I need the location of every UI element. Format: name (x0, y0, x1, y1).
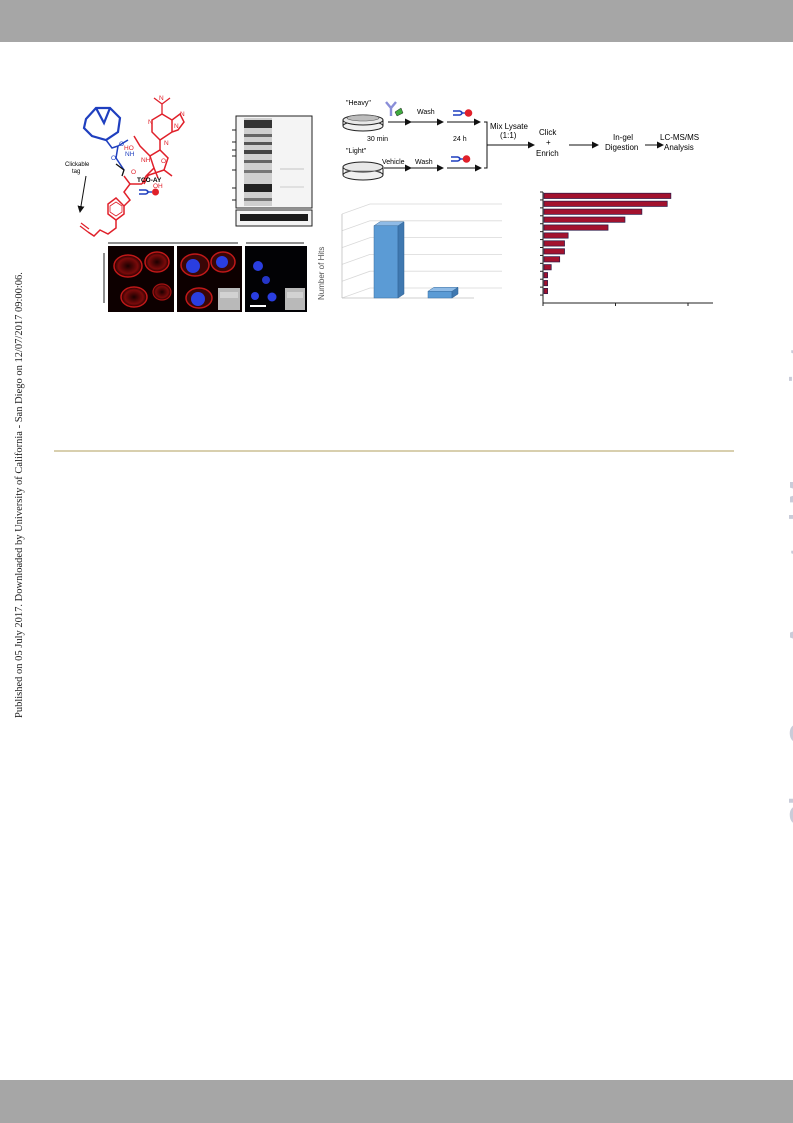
footer-bar (0, 1080, 793, 1123)
hbar-bar (543, 192, 672, 199)
chemical-structure: O O NH HO NH O OH N N N N N O Clickable … (65, 95, 185, 237)
hbar-bar (543, 200, 668, 207)
hits-gridline (341, 203, 502, 215)
analysis-line1: LC-MS/MS (660, 133, 699, 142)
atom-oh: OH (153, 183, 163, 190)
hbar-bars (543, 192, 672, 295)
light-dish-icon (342, 161, 384, 181)
enrich-label: Enrich (536, 149, 559, 158)
atom-nh-1: NH (125, 151, 135, 158)
probe-icon (139, 188, 159, 196)
atom-n-1: N (159, 95, 164, 102)
digestion-line1: In-gel (613, 133, 633, 142)
hbar-bar (543, 216, 626, 223)
hbar-bar (543, 248, 565, 255)
time-24h-label: 24 h (453, 136, 467, 143)
hits-bar-top (427, 287, 459, 292)
hits-gridline (341, 237, 502, 248)
atom-n-3: N (174, 123, 179, 130)
hits-y-axis-label: Number of Hits (317, 247, 326, 300)
wash-label-light: Wash (415, 159, 433, 166)
atom-ho: HO (124, 145, 134, 152)
probe-icon-light (451, 155, 471, 163)
microscopy-panels (103, 242, 307, 312)
light-label: "Light" (346, 148, 367, 155)
digestion-line2: Digestion (605, 143, 638, 152)
publication-notice: Published on 05 July 2017. Downloaded by… (14, 272, 25, 718)
hits-chart-grid (341, 203, 502, 299)
hits-bar (427, 291, 453, 299)
hits-bar (373, 225, 399, 299)
clickable-tag-label-line2: tag (72, 169, 80, 175)
hbar-bar (543, 224, 609, 231)
journal-watermark: ChemComm Accepted Manuscript (785, 346, 793, 826)
plus-label: + (546, 138, 551, 147)
hits-gridline (341, 287, 502, 299)
click-label: Click (539, 128, 557, 137)
hits-chart-bars (373, 221, 459, 299)
hits-gridline (341, 254, 502, 265)
workflow-diagram: "Heavy" Wash 30 min 24 h "Light" Vehicle… (342, 100, 699, 181)
atom-nh-2: NH (141, 157, 151, 164)
hbar-bar (543, 264, 552, 271)
antibody-icon (385, 101, 404, 117)
hbar-bar (543, 208, 643, 215)
mix-lysate-line1: Mix Lysate (490, 122, 528, 131)
tco-ring (82, 106, 122, 142)
atom-o-1: O (119, 141, 124, 148)
hbar-bar (543, 287, 548, 295)
horizontal-bar-chart (540, 191, 713, 306)
header-bar (0, 0, 793, 42)
hbar-bar (543, 232, 569, 239)
clickable-tag-label-line1: Clickable (65, 162, 90, 168)
hits-bar-side (397, 221, 405, 299)
mix-lysate-line2: (1:1) (500, 131, 517, 140)
probe-name-label: TCO-AY (137, 177, 162, 184)
section-divider (54, 450, 734, 452)
gel-image (232, 115, 313, 227)
graphical-figure: O O NH HO NH O OH N N N N N O Clickable … (65, 95, 713, 312)
hits-gridline (341, 220, 502, 232)
vehicle-label: Vehicle (382, 159, 405, 166)
hits-bar-top (373, 221, 405, 227)
hits-gridline (341, 270, 502, 282)
hbar-bar (543, 280, 548, 287)
time-30min-label: 30 min (367, 136, 388, 143)
hbar-bar (543, 240, 565, 247)
analysis-line2: Analysis (664, 143, 694, 152)
hbar-bar (543, 272, 548, 279)
atom-n-2: N (148, 119, 153, 126)
atom-o-4: O (161, 158, 166, 165)
atom-o-2: O (111, 155, 116, 162)
hbar-bar (543, 256, 561, 263)
wash-label-heavy: Wash (417, 109, 435, 116)
heavy-dish-icon (342, 114, 384, 132)
atom-o-3: O (131, 169, 136, 176)
heavy-label: "Heavy" (346, 100, 371, 107)
atom-n-5: N (180, 111, 185, 118)
hbar-axes (540, 191, 713, 306)
probe-icon-heavy (453, 109, 473, 117)
hits-bar-chart: Number of Hits (317, 203, 502, 300)
atom-n-4: N (164, 140, 169, 147)
